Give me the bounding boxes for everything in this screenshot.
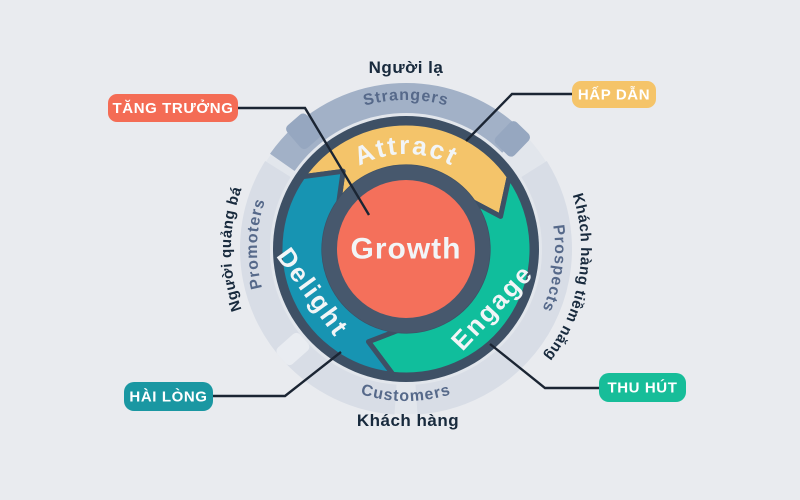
growth-circle	[337, 180, 475, 318]
callout-thu-hut: THU HÚT	[599, 373, 686, 402]
band-gap-tab-bottom-left	[276, 332, 310, 366]
band-prospects	[415, 161, 572, 415]
callout-hap-dan: HẤP DẪN	[572, 81, 656, 108]
callout-thu-hut-label: THU HÚT	[607, 379, 677, 397]
khach-hang-label: Khách hàng	[357, 411, 459, 430]
band-promoters	[240, 161, 397, 415]
strangers-label: Strangers	[361, 87, 450, 110]
callout-tang-truong-label: TĂNG TRƯỞNG	[113, 99, 234, 117]
callout-hap-dan-label: HẤP DẪN	[578, 87, 650, 104]
callout-hai-long: HÀI LÒNG	[124, 382, 213, 411]
nguoi-la-label: Người lạ	[369, 58, 444, 77]
callout-tang-truong: TĂNG TRƯỞNG	[108, 94, 238, 122]
growth-label: Growth	[351, 233, 462, 266]
band-arrow-tab-right	[494, 121, 531, 157]
connector-line-delight	[213, 351, 342, 398]
connector-line-growth	[238, 106, 371, 216]
connector-line-attract	[465, 92, 572, 142]
customers-label: Customers	[359, 382, 453, 406]
connector-line-engage	[489, 343, 599, 390]
callout-hai-long-label: HÀI LÒNG	[129, 388, 207, 406]
